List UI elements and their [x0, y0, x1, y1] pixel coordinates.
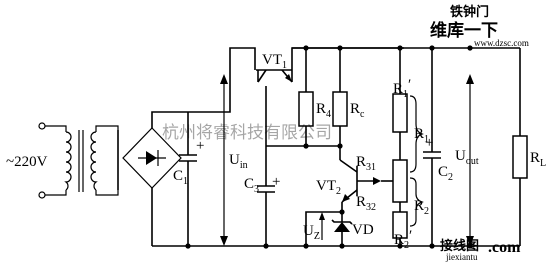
watermark-bottom-url: jiexiantu	[445, 252, 478, 262]
transformer-out-bottom	[95, 190, 119, 196]
capacitor-c3: + C3	[244, 152, 280, 246]
transformer-secondary	[90, 131, 98, 191]
capacitor-c2: + C2	[423, 48, 453, 246]
transformer-out-top	[95, 125, 119, 132]
resistor-rc	[332, 91, 348, 127]
transistor-vt1: VT1	[256, 52, 293, 83]
ac-input: ~220V	[6, 122, 67, 199]
vt1-emitter-arrow-icon	[285, 74, 292, 82]
r2-label: R2	[414, 198, 429, 217]
ac-lead-top	[45, 125, 67, 132]
ac-terminal-top	[38, 122, 46, 130]
r32-label: R32	[356, 194, 376, 213]
vt1-collector	[257, 69, 267, 83]
r1-label: R1	[414, 126, 429, 145]
brace-r2: R2	[409, 177, 429, 227]
vt2-label: VT2	[316, 178, 341, 197]
c3-plus: +	[272, 174, 280, 190]
watermark-top-line1: 铁钟门	[449, 4, 489, 19]
ac-terminal-bottom	[38, 191, 46, 199]
watermark-bottom-com: .com	[488, 239, 521, 256]
input-rail	[188, 47, 256, 113]
watermark-top-line2: 维库一下	[430, 20, 498, 40]
rl-label: RL	[530, 150, 546, 169]
resistor-rl	[512, 135, 528, 179]
transformer	[64, 125, 119, 196]
r2p-label: R2′	[394, 228, 412, 251]
ac-source-label: ~220V	[6, 154, 48, 170]
r3-wiper-arrow-icon	[373, 177, 381, 185]
resistor-r4	[298, 91, 314, 127]
potentiometer-r3	[392, 159, 408, 203]
c3-label: C3	[244, 176, 259, 195]
transformer-primary	[64, 131, 72, 191]
zener-diode-icon	[334, 222, 350, 232]
vt1-label: VT1	[262, 52, 287, 71]
r4-label: R4	[316, 101, 331, 120]
watermark-center: 杭州将睿科技有限公司	[162, 123, 332, 142]
watermark-top-right: 铁钟门 维库一下 www.dzsc.com	[430, 4, 529, 48]
uin-arrow: Uin	[220, 74, 248, 246]
watermark-top-url: www.dzsc.com	[474, 38, 529, 48]
rc-label: Rc	[350, 101, 365, 120]
transistor-vt2: VT2	[316, 159, 358, 203]
watermark-bottom-right: 接线图 .com jiexiantu	[440, 238, 521, 262]
r1p-label: R1′	[393, 77, 411, 100]
c2-label: C2	[438, 164, 453, 183]
vt1-to-output-rail	[291, 47, 404, 82]
bridge-diode-icon	[138, 150, 166, 166]
c2-plus: +	[425, 135, 433, 151]
bridge-rectifier	[117, 111, 188, 246]
capacitor-c1: + C1	[173, 112, 204, 246]
uin-label: Uin	[229, 152, 248, 171]
bridge-positive-out	[151, 111, 188, 128]
r31-label: R31	[356, 154, 376, 173]
c1-plus: +	[196, 138, 204, 154]
c1-label: C1	[173, 168, 188, 187]
uz-label: UZ	[303, 223, 320, 242]
ac-lead-bottom	[45, 190, 67, 196]
uout-arrow: Uout	[455, 74, 479, 246]
vt2-collector	[339, 159, 358, 173]
brace-r1: R1	[409, 95, 429, 173]
uout-label: Uout	[455, 148, 479, 167]
vd-label: VD	[352, 222, 374, 238]
vt2-emitter-arrow-icon	[342, 194, 350, 202]
zener-diode-vd: VD	[331, 212, 374, 246]
watermark-bottom-main: 接线图	[440, 238, 479, 253]
uz-arrow: UZ	[303, 212, 325, 242]
vt2-emitter-wire	[305, 202, 343, 246]
